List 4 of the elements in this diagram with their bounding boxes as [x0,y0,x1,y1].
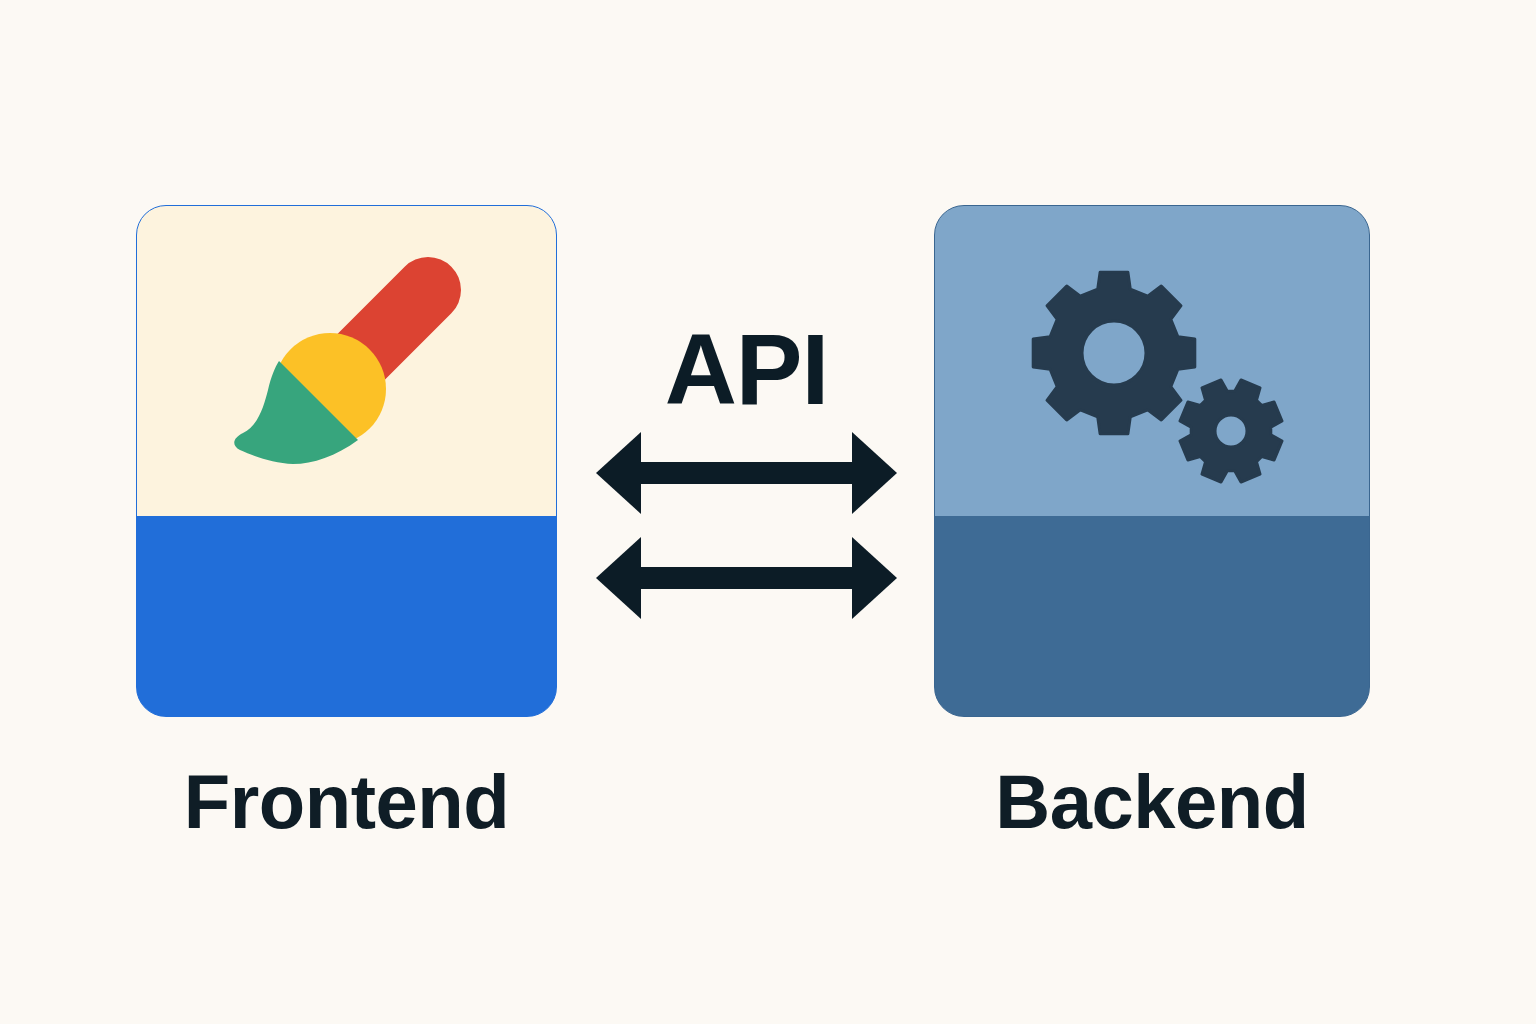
double-arrow [596,432,897,514]
double-arrow [596,537,897,619]
card-title: Frontend [183,764,510,840]
card-title: Backend [995,764,1309,840]
